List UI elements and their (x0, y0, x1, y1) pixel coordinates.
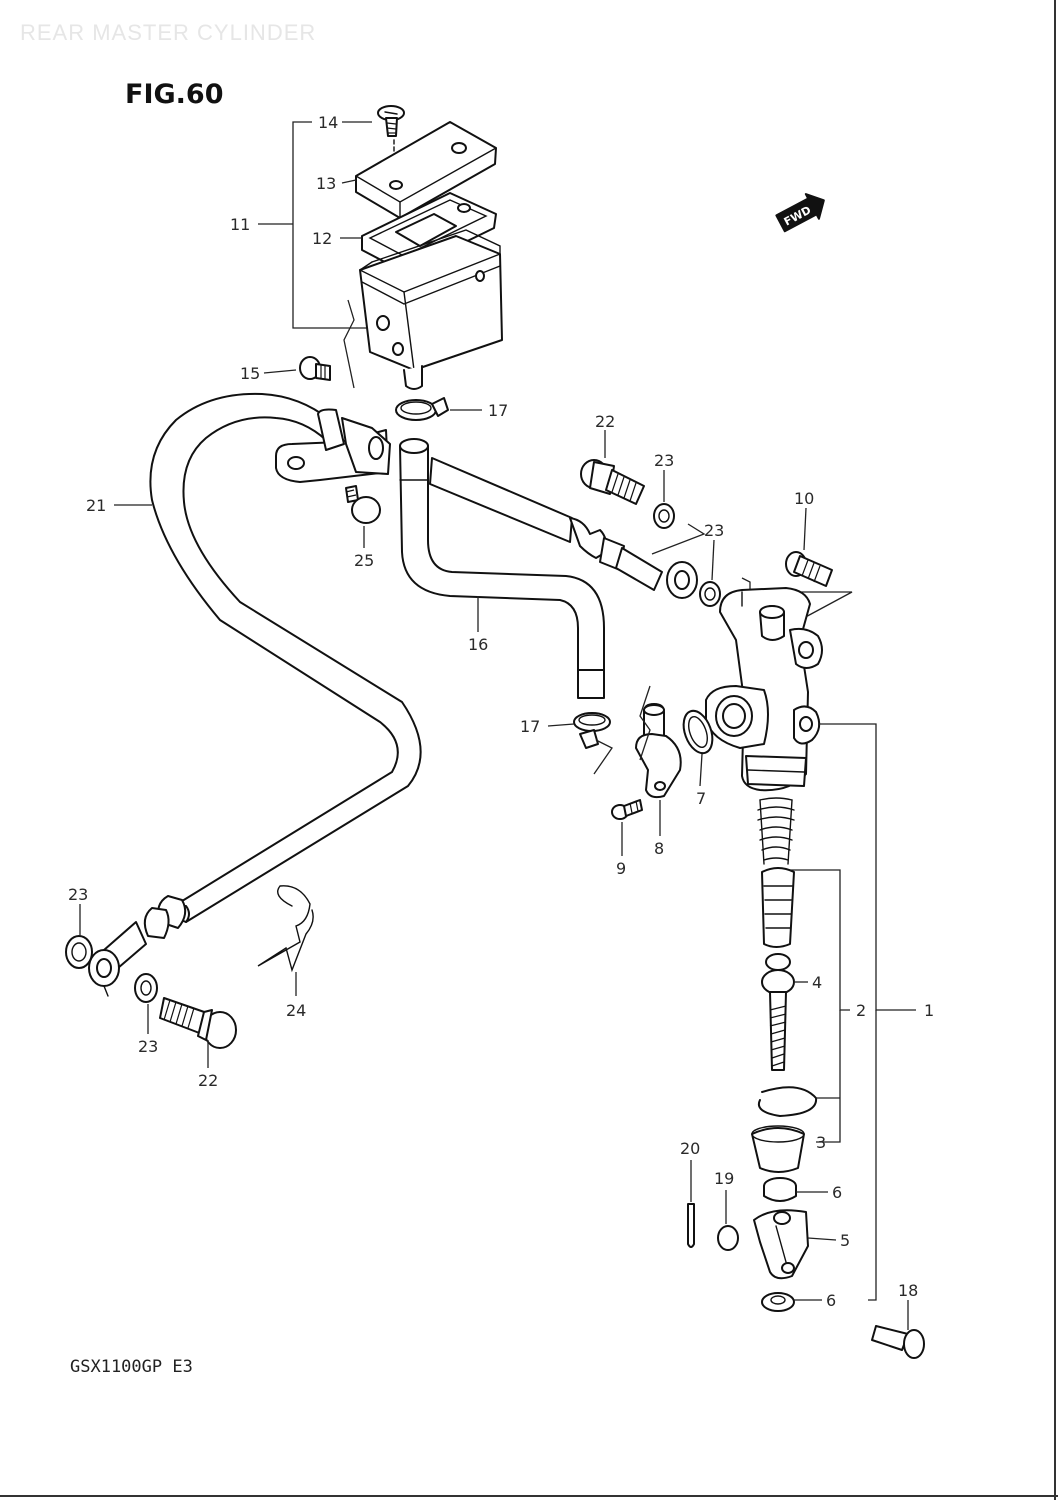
callout-7: 7 (696, 789, 706, 808)
reservoir-inlet-fitting (635, 685, 682, 799)
callout-23-left: 23 (68, 885, 88, 904)
callout-20: 20 (680, 1139, 700, 1158)
callout-6-lower: 6 (826, 1291, 836, 1310)
hose-clamp-upper (395, 397, 449, 421)
reservoir-cap (355, 121, 497, 219)
callout-19: 19 (714, 1169, 734, 1188)
callout-25: 25 (354, 551, 374, 570)
fitting-screw (611, 799, 643, 820)
callout-4: 4 (812, 973, 822, 992)
callout-10: 10 (794, 489, 814, 508)
o-ring (682, 709, 714, 755)
reservoir-hose (399, 438, 605, 699)
callout-3: 3 (816, 1133, 826, 1152)
brake-hose-long (88, 392, 422, 997)
callout-8: 8 (654, 839, 664, 858)
callout-15: 15 (240, 364, 260, 383)
forward-direction-badge: FWD (775, 193, 825, 233)
callout-21: 21 (86, 496, 106, 515)
push-rod (761, 953, 795, 1071)
o-ring-inner (688, 716, 708, 748)
sealing-washer-lower (134, 973, 158, 1003)
callout-1: 1 (924, 1001, 934, 1020)
callout-22-upper: 22 (595, 412, 615, 431)
callout-18: 18 (898, 1281, 918, 1300)
reservoir-mount-bolt (299, 356, 331, 381)
piston (761, 867, 795, 948)
boot (751, 1125, 805, 1173)
bracket-bolt (345, 485, 381, 524)
callout-labels: 14 13 11 12 15 17 21 25 16 22 23 23 10 1… (68, 113, 934, 1310)
callout-14: 14 (318, 113, 338, 132)
cylinder-mount-bolt (741, 551, 853, 621)
callout-17-upper: 17 (488, 401, 508, 420)
callout-23-upper: 23 (654, 451, 674, 470)
lock-nut-lower (761, 1292, 795, 1312)
reservoir-bracket-lines (258, 121, 370, 389)
callout-9: 9 (616, 859, 626, 878)
brake-hose-short (429, 457, 698, 599)
master-cylinder-body (705, 587, 823, 792)
cap-screw (377, 105, 405, 181)
callout-23-right: 23 (704, 521, 724, 540)
washer (717, 1225, 739, 1251)
callout-6-upper: 6 (832, 1183, 842, 1202)
callout-5: 5 (840, 1231, 850, 1250)
lock-nut-upper (763, 1177, 797, 1202)
callout-23-lower: 23 (138, 1037, 158, 1056)
model-code: GSX1100GP E3 (70, 1357, 193, 1377)
union-bolt-upper (580, 459, 721, 607)
callout-24: 24 (286, 1001, 306, 1020)
sealing-washer-left (65, 935, 93, 969)
circlip (758, 1086, 818, 1117)
hose-clamp-lower (573, 712, 613, 775)
diagram-watermark-title: REAR MASTER CYLINDER (20, 20, 316, 45)
reservoir-diaphragm (361, 192, 497, 273)
cotter-pin (687, 1203, 695, 1248)
callout-17-lower: 17 (520, 717, 540, 736)
callout-16: 16 (468, 635, 488, 654)
clevis (753, 1209, 809, 1280)
callout-22-lower: 22 (198, 1071, 218, 1090)
hose-clip (257, 885, 314, 973)
reservoir-body (359, 229, 503, 390)
callout-13: 13 (316, 174, 336, 193)
callout-11: 11 (230, 215, 250, 234)
figure-number: FIG.60 (125, 79, 223, 110)
callout-2: 2 (856, 1001, 866, 1020)
leader-lines (79, 121, 916, 1330)
callout-12: 12 (312, 229, 332, 248)
hose-upper-fitting (275, 408, 391, 483)
clevis-pin (871, 1325, 925, 1359)
return-spring (757, 797, 795, 865)
union-bolt-lower (159, 997, 237, 1049)
